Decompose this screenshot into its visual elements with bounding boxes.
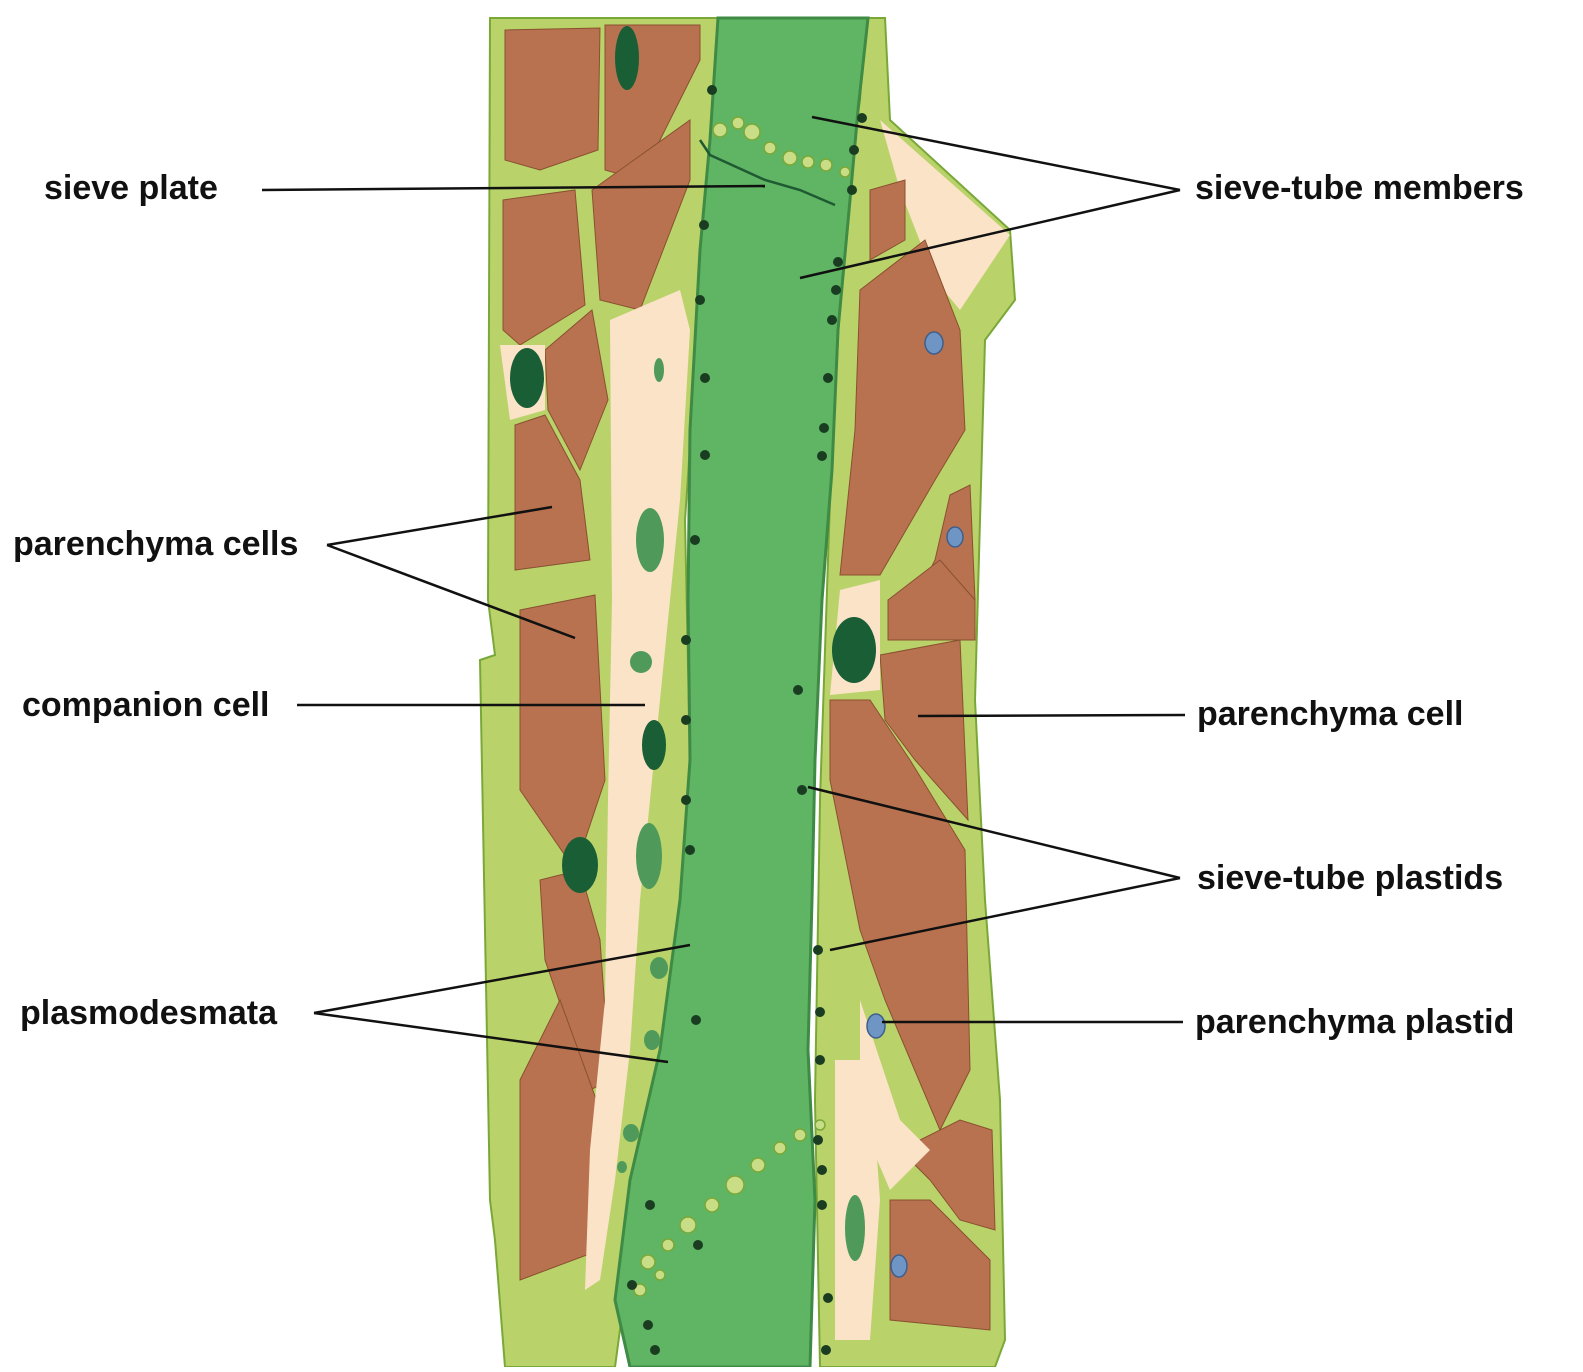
label-parenchyma-cells: parenchyma cells [13, 527, 298, 561]
label-plasmodesmata: plasmodesmata [20, 996, 277, 1030]
label-parenchyma-plastid: parenchyma plastid [1195, 1005, 1514, 1039]
label-sieve-tube-members: sieve-tube members [1195, 171, 1524, 205]
label-sieve-tube-plastids: sieve-tube plastids [1197, 861, 1503, 895]
label-parenchyma-cell: parenchyma cell [1197, 697, 1463, 731]
label-sieve-plate: sieve plate [44, 171, 218, 205]
label-companion-cell: companion cell [22, 688, 270, 722]
